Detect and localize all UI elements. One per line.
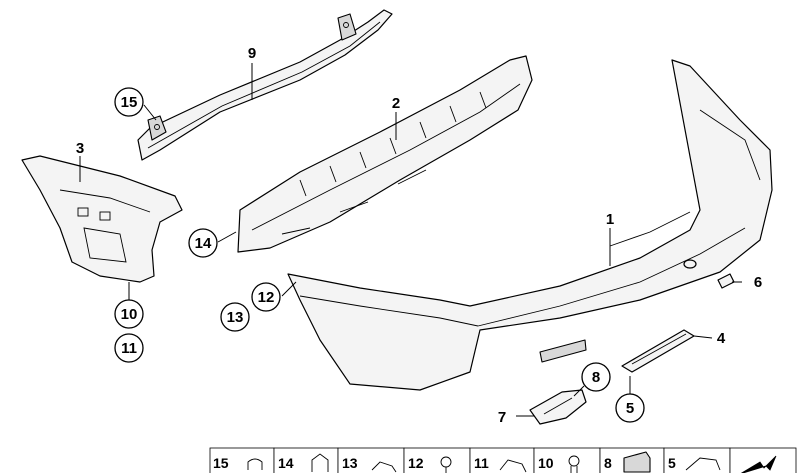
svg-text:15: 15 bbox=[213, 455, 229, 471]
svg-text:11: 11 bbox=[121, 340, 137, 357]
strip-cell-arrow[interactable] bbox=[729, 447, 797, 473]
svg-text:5: 5 bbox=[668, 455, 676, 471]
svg-text:1: 1 bbox=[606, 211, 614, 228]
svg-text:4: 4 bbox=[717, 330, 726, 347]
svg-text:3: 3 bbox=[76, 140, 84, 157]
part-1-bumper-trim bbox=[287, 59, 773, 391]
strip-cell-12[interactable]: 12 bbox=[403, 447, 471, 473]
svg-text:5: 5 bbox=[626, 400, 634, 417]
strip-cell-8[interactable]: 8 bbox=[599, 447, 665, 473]
callout-9: 9 bbox=[248, 45, 256, 62]
parts-strip: 15 14 13 12 11 10 bbox=[209, 447, 797, 473]
part-4-strip bbox=[621, 329, 695, 373]
svg-text:13: 13 bbox=[342, 455, 358, 471]
callout-8: 8 bbox=[581, 362, 611, 392]
callout-6: 6 bbox=[754, 274, 762, 291]
strip-cell-5[interactable]: 5 bbox=[663, 447, 731, 473]
callout-7: 7 bbox=[498, 409, 506, 426]
strip-cell-15[interactable]: 15 bbox=[209, 447, 275, 473]
strip-cell-13[interactable]: 13 bbox=[337, 447, 405, 473]
svg-text:8: 8 bbox=[592, 369, 600, 386]
callout-5: 5 bbox=[615, 393, 645, 423]
part-9-reinforcement-bar bbox=[137, 9, 393, 161]
part-6-cap bbox=[717, 273, 735, 289]
callout-11: 11 bbox=[114, 333, 144, 363]
svg-text:14: 14 bbox=[195, 235, 212, 252]
callout-14: 14 bbox=[188, 228, 218, 258]
svg-text:11: 11 bbox=[474, 455, 489, 471]
svg-text:6: 6 bbox=[754, 274, 762, 291]
callout-12: 12 bbox=[251, 282, 281, 312]
svg-text:8: 8 bbox=[604, 455, 612, 471]
part-2-energy-absorber bbox=[237, 55, 533, 253]
strip-cell-11[interactable]: 11 bbox=[469, 447, 535, 473]
callout-10: 10 bbox=[114, 299, 144, 329]
callout-1: 1 bbox=[606, 211, 614, 228]
leader-lines bbox=[79, 63, 742, 417]
callout-2: 2 bbox=[392, 95, 400, 112]
svg-text:14: 14 bbox=[278, 455, 294, 471]
svg-text:9: 9 bbox=[248, 45, 256, 62]
svg-text:12: 12 bbox=[258, 289, 275, 306]
callout-13: 13 bbox=[220, 302, 250, 332]
part-7-bracket bbox=[529, 389, 587, 425]
strip-cell-10[interactable]: 10 bbox=[533, 447, 601, 473]
strip-cell-14[interactable]: 14 bbox=[273, 447, 339, 473]
callout-15: 15 bbox=[114, 87, 144, 117]
svg-text:7: 7 bbox=[498, 409, 506, 426]
svg-text:2: 2 bbox=[392, 95, 400, 112]
part-3-bracket bbox=[21, 155, 183, 283]
svg-text:13: 13 bbox=[227, 309, 244, 326]
callout-3: 3 bbox=[76, 140, 84, 157]
svg-text:10: 10 bbox=[538, 455, 554, 471]
callout-4: 4 bbox=[717, 330, 726, 347]
arrow-icon bbox=[740, 455, 777, 473]
svg-text:15: 15 bbox=[121, 94, 138, 111]
svg-text:12: 12 bbox=[408, 455, 424, 471]
svg-text:10: 10 bbox=[121, 306, 138, 323]
